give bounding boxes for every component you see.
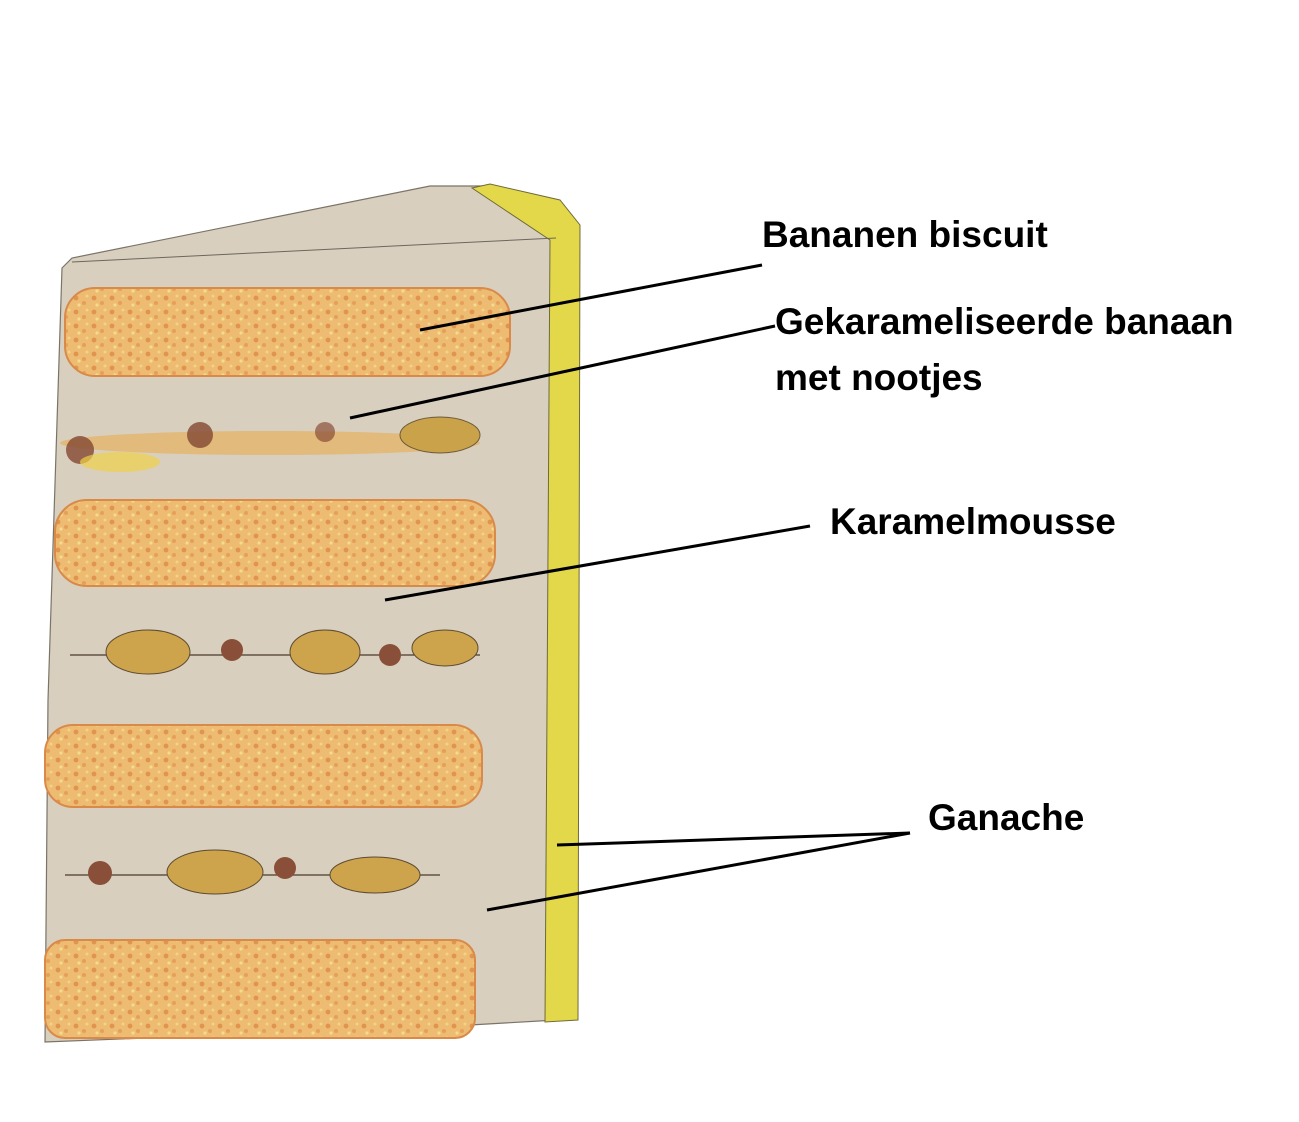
label-ganache: Ganache [928, 797, 1085, 838]
leader-line-ganache-1 [556, 831, 911, 847]
biscuit-layer-1 [64, 287, 511, 377]
banana-nut-layer-2 [70, 629, 480, 675]
label-bananen-biscuit: Bananen biscuit [762, 214, 1048, 255]
leader-line-banana [349, 324, 776, 420]
biscuit-layer-4 [44, 939, 476, 1039]
label-gekarameliseerde-banaan: Gekarameliseerde banaan met nootjes [775, 294, 1234, 406]
leader-line-biscuit [419, 263, 763, 332]
label-line-2: met nootjes [775, 357, 983, 398]
biscuit-layer-2 [54, 499, 496, 587]
biscuit-layer-3 [44, 724, 483, 808]
leader-line-ganache-2 [486, 831, 911, 912]
label-line-1: Gekarameliseerde banaan [775, 301, 1234, 342]
ganache-side [470, 183, 581, 1023]
banana-nut-layer-3 [65, 849, 440, 895]
label-karamelmousse: Karamelmousse [830, 501, 1116, 542]
leader-line-mousse [384, 524, 811, 602]
banana-nut-layer-1 [60, 416, 481, 472]
